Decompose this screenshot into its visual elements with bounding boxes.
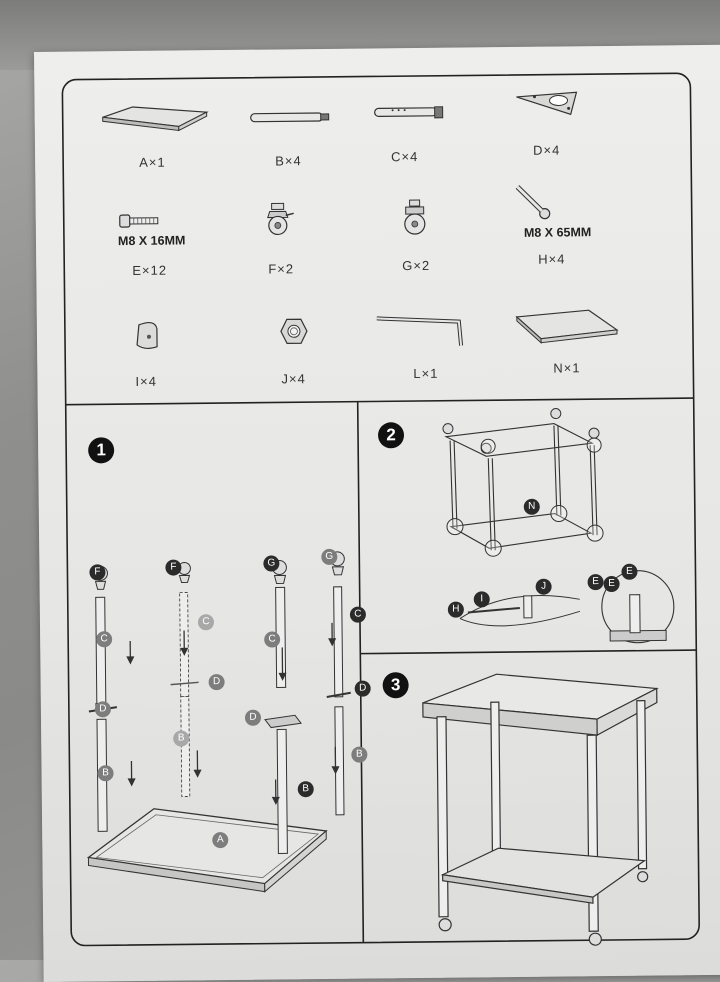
step1-tag-c3: C — [264, 631, 280, 647]
bolt-icon — [118, 213, 160, 229]
upper-leg-tube-icon — [373, 104, 445, 123]
step1-tag-d2: D — [209, 674, 225, 690]
step-3-drawing — [360, 650, 699, 943]
part-d-label: D×4 — [533, 142, 560, 157]
locking-caster-icon — [262, 201, 298, 237]
step1-tag-b3: B — [298, 781, 314, 797]
allen-key-icon — [375, 311, 475, 352]
part-h-label: H×4 — [538, 251, 565, 266]
step1-tag-c2: C — [198, 614, 214, 630]
clamp-icon — [133, 319, 163, 353]
step2-tag-e1: E — [587, 574, 603, 590]
part-g-label: G×2 — [402, 258, 430, 273]
step2-tag-h: H — [448, 602, 464, 618]
part-b-label: B×4 — [275, 153, 302, 168]
long-bolt-icon — [513, 183, 553, 223]
part-e-label: E×12 — [132, 263, 167, 278]
step1-tag-f2: F — [165, 559, 181, 575]
step2-tag-i: I — [474, 591, 490, 607]
part-f-label: F×2 — [268, 261, 294, 276]
step1-tag-d1: D — [95, 701, 111, 717]
step1-tag-g1: G — [263, 555, 279, 571]
step1-tag-c1: C — [96, 631, 112, 647]
step-2-drawing — [358, 398, 697, 654]
part-i-label: I×4 — [135, 374, 157, 389]
step1-tag-d3: D — [245, 710, 261, 726]
corner-bracket-icon — [514, 90, 580, 119]
caster-icon — [398, 198, 432, 236]
lower-leg-tube-icon — [249, 109, 331, 126]
step1-tag-a: A — [212, 832, 228, 848]
step1-tag-f1: F — [89, 564, 105, 580]
step1-tag-b1: B — [97, 765, 113, 781]
step2-tag-e3: E — [621, 564, 637, 580]
part-e-spec: M8 X 16MM — [118, 233, 186, 248]
instruction-sheet: A×1 B×4 C×4 D×4 M8 X 16MM E×12 F×2 G×2 — [34, 45, 720, 982]
shelf-panel-icon — [515, 308, 619, 345]
step2-tag-e2: E — [604, 576, 620, 592]
step-1-number: 1 — [88, 437, 114, 463]
tabletop-icon — [99, 104, 211, 135]
part-n-label: N×1 — [553, 360, 580, 375]
part-c-label: C×4 — [391, 149, 418, 164]
step2-tag-n: N — [524, 499, 540, 515]
hex-nut-icon — [279, 317, 309, 345]
part-l-label: L×1 — [413, 366, 438, 381]
step1-tag-g2: G — [321, 549, 337, 565]
part-j-label: J×4 — [281, 371, 305, 386]
part-a-label: A×1 — [139, 155, 166, 170]
step1-tag-b2: B — [173, 730, 189, 746]
part-h-spec: M8 X 65MM — [524, 225, 592, 240]
step2-tag-j: J — [536, 579, 552, 595]
